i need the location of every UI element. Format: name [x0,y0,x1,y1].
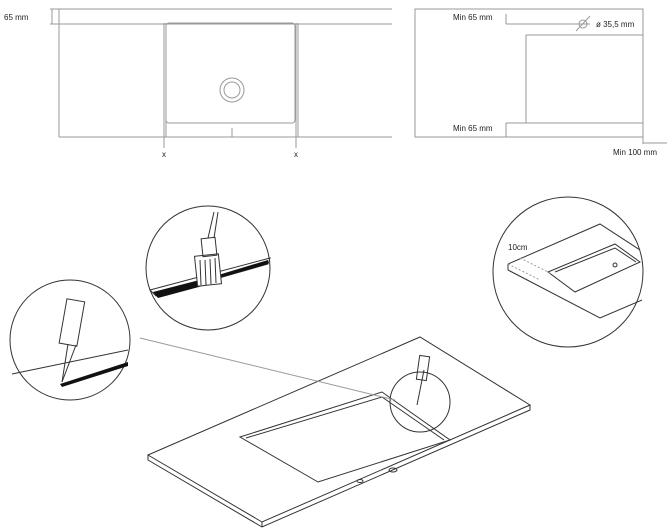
top-left-plan-view: 65 mm x x [4,8,392,159]
edge-distance-label: 10cm [508,243,528,252]
drain-outer [219,77,245,103]
side-clearance-label: Min 100 mm [613,148,657,157]
top-right-plan-view: Min 65 mm ø 35,5 mm Min 65 mm Min 100 mm [414,8,667,157]
drain-inner [223,81,241,99]
bottom-clearance-label: Min 65 mm [453,124,493,133]
sink-outline [165,22,296,124]
edge-dimension-label: 65 mm [4,13,29,22]
marker-left: x [162,150,166,159]
sink-opening [238,391,452,483]
hole-diameter-label: ø 35,5 mm [596,20,635,29]
detail-marker [389,371,451,433]
detail-sealant [9,279,131,401]
sink-cutout [525,34,644,124]
top-clearance-label: Min 65 mm [453,13,493,22]
detail-edge-distance: 10cm [492,196,644,348]
detail-brush [145,205,271,331]
countertop-isometric [139,336,532,528]
marker-right: x [294,150,298,159]
